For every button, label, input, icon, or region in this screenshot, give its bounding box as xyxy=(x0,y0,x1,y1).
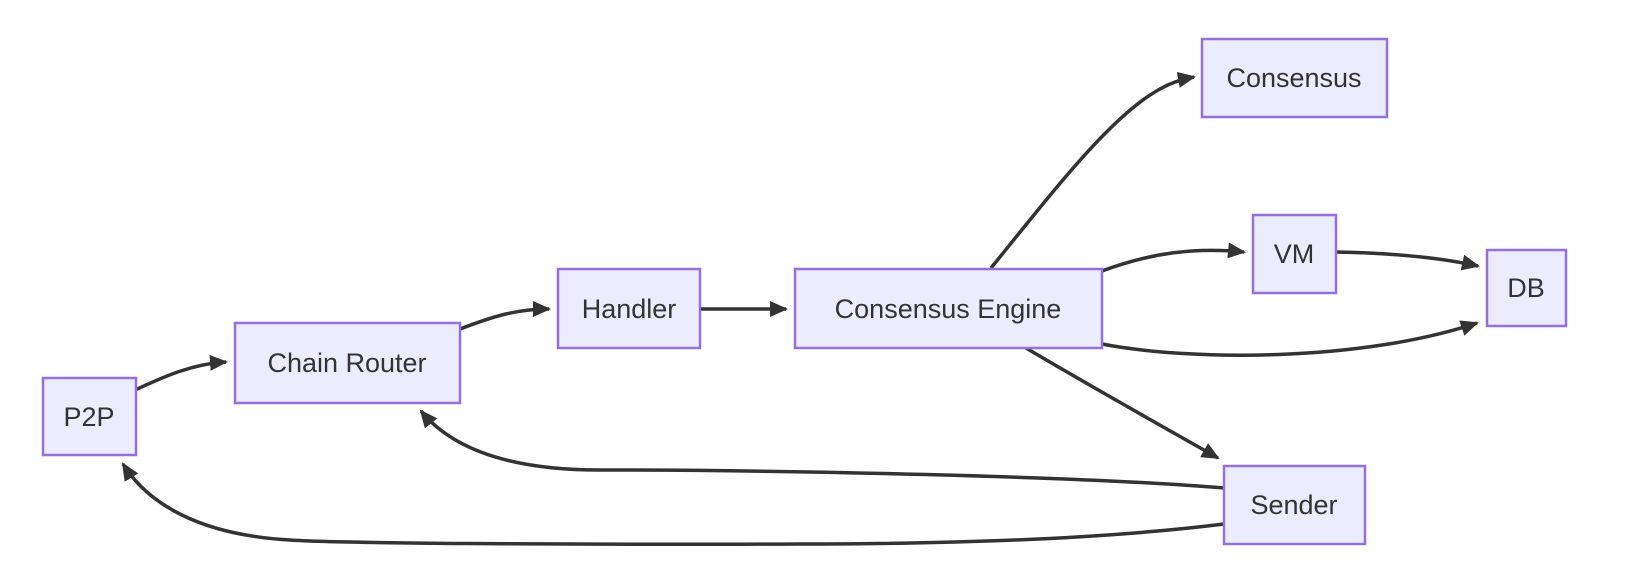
node-vm: VM xyxy=(1251,213,1338,295)
node-label: Chain Router xyxy=(267,348,426,378)
node-box xyxy=(41,376,138,457)
node-box xyxy=(556,267,702,350)
node-consensus-engine: Consensus Engine xyxy=(793,267,1104,350)
node-box xyxy=(1251,213,1338,295)
node-consensus: Consensus xyxy=(1200,37,1389,119)
edge-p2p-to-chain-router xyxy=(132,354,228,393)
node-label: Sender xyxy=(1250,490,1337,520)
node-box xyxy=(1485,248,1568,328)
node-box xyxy=(1200,37,1389,119)
node-p2p: P2P xyxy=(41,376,138,457)
node-label: DB xyxy=(1507,273,1545,303)
node-handler: Handler xyxy=(556,267,702,350)
node-db: DB xyxy=(1485,248,1568,328)
edge-consensus-engine-to-sender xyxy=(1025,346,1220,460)
node-box xyxy=(1222,464,1367,546)
node-label: Consensus Engine xyxy=(835,294,1062,324)
node-label: P2P xyxy=(63,402,114,432)
edge-consensus-engine-to-vm xyxy=(1101,242,1246,273)
node-chain-router: Chain Router xyxy=(233,321,462,405)
node-label: VM xyxy=(1274,239,1315,269)
node-box xyxy=(233,321,462,405)
edge-chain-router-to-handler xyxy=(459,301,551,331)
node-label: Consensus xyxy=(1226,63,1361,93)
node-box xyxy=(793,267,1104,350)
node-sender: Sender xyxy=(1222,464,1367,546)
edge-consensus-engine-to-db xyxy=(1101,320,1479,357)
edge-sender-to-chain-router xyxy=(419,409,1225,490)
node-label: Handler xyxy=(582,294,677,324)
edge-vm-to-db xyxy=(1335,250,1480,271)
edge-consensus-engine-to-consensus xyxy=(989,71,1196,270)
edge-sender-to-p2p xyxy=(121,462,1225,547)
